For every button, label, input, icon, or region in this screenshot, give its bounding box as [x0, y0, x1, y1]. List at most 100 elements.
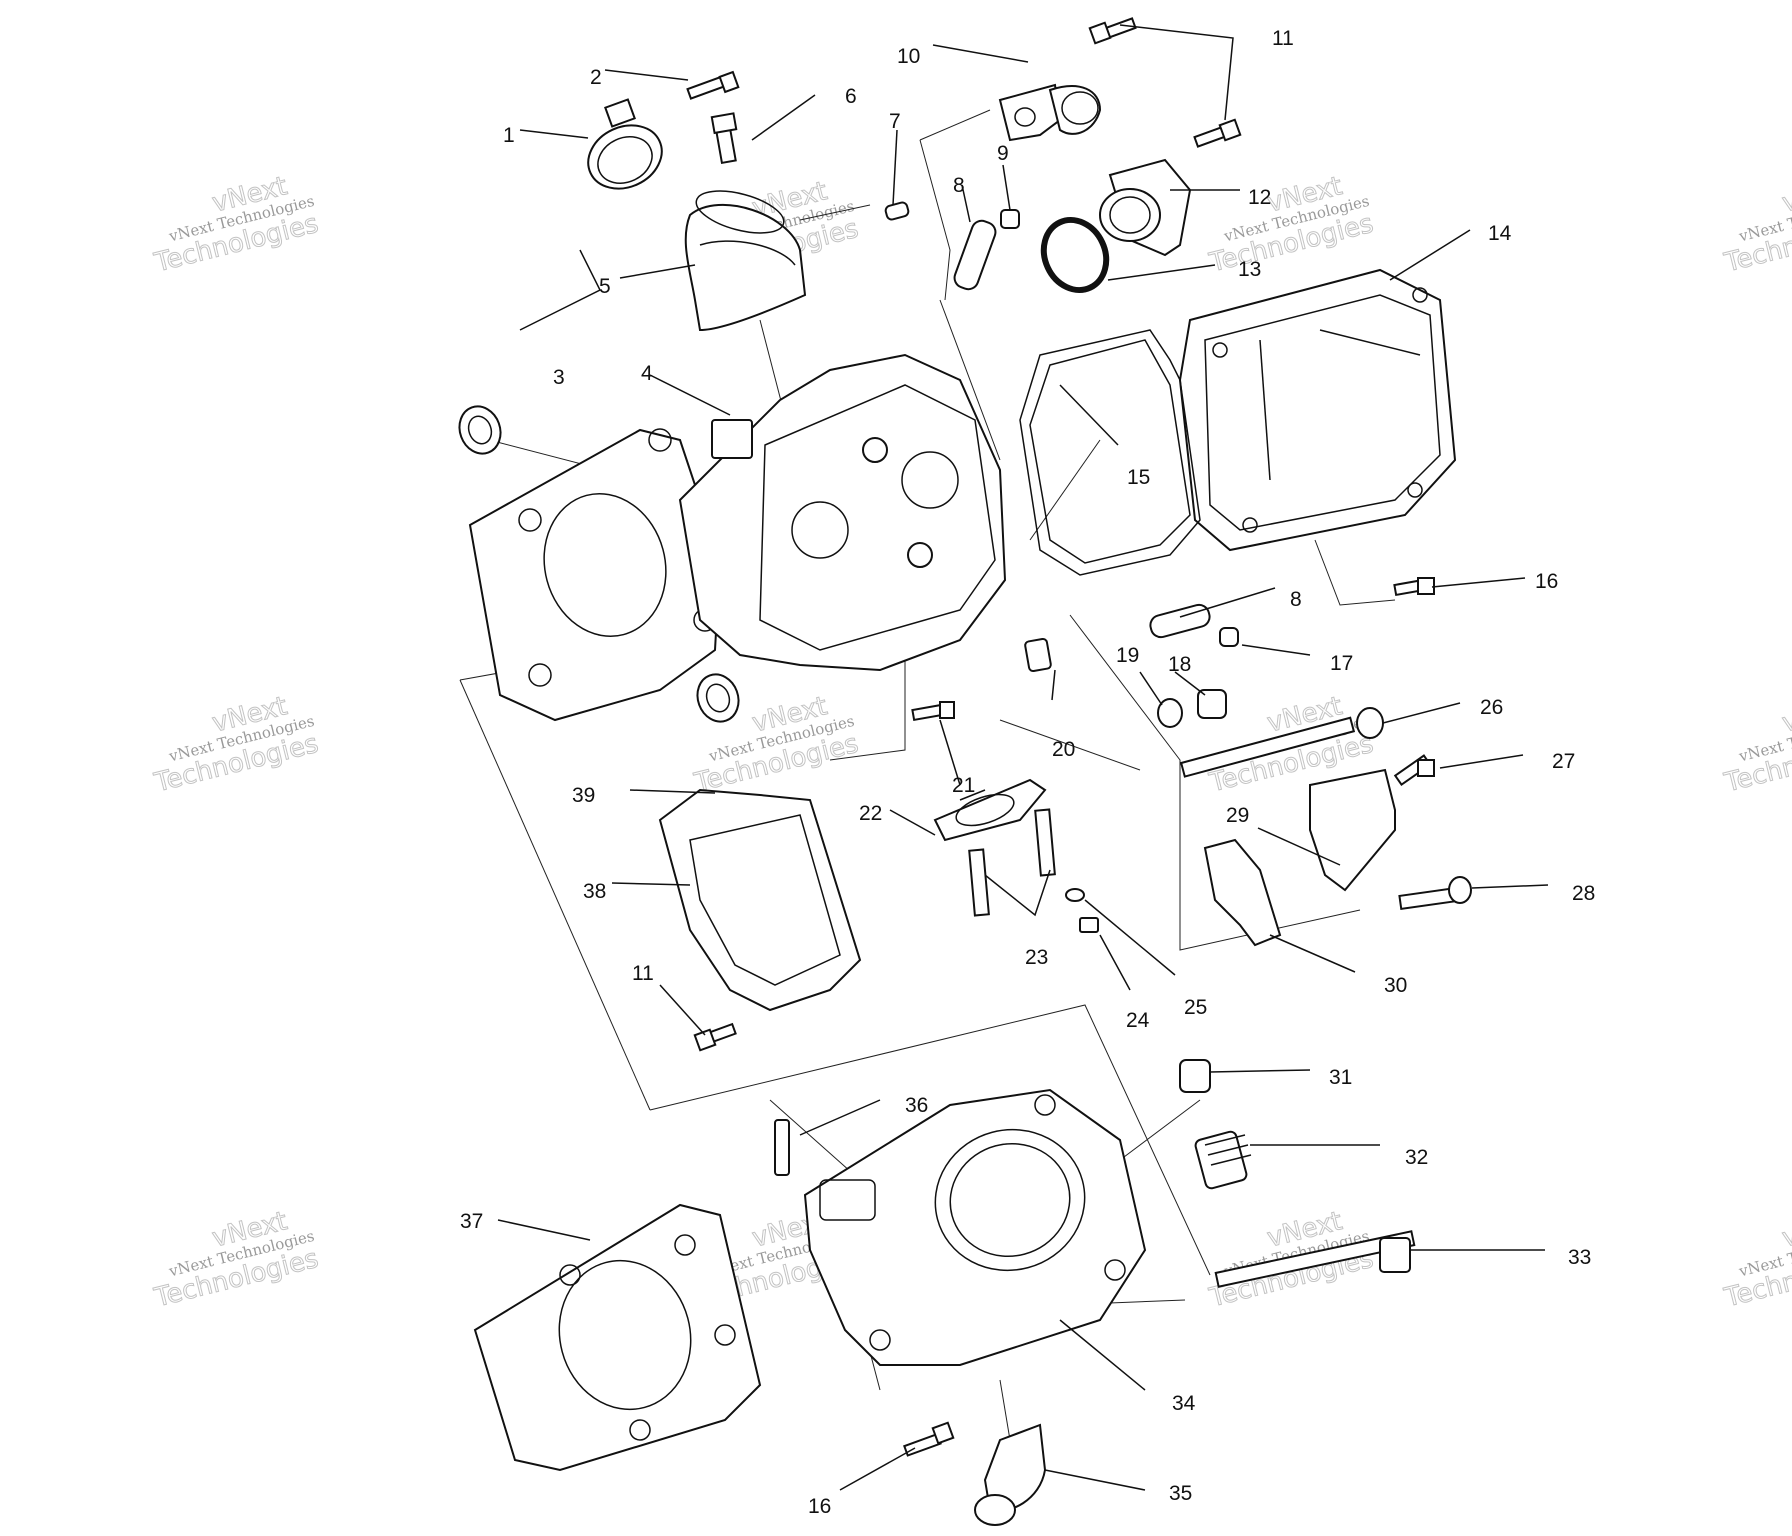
callout-17: 17 [1330, 652, 1353, 675]
valve-cover-lower [658, 788, 862, 1012]
callout-10: 10 [897, 45, 920, 68]
callout-18: 18 [1168, 653, 1191, 676]
nipple [774, 1119, 790, 1176]
callout-34: 34 [1172, 1392, 1196, 1415]
callout-2: 2 [590, 66, 602, 89]
watermark: vNext vNext Technologies Technologies [1206, 171, 1377, 279]
callout-22: 22 [859, 802, 882, 825]
bolt-11-upper [1088, 17, 1137, 45]
thermostat-housing [998, 83, 1102, 142]
elbow-fitting [974, 1423, 1047, 1526]
watermark: vNext vNext Technologies Technologies [151, 1206, 322, 1314]
bolt-27 [1393, 754, 1435, 787]
watermark-text: vNext [1779, 171, 1792, 218]
callout-4: 4 [641, 362, 653, 385]
bolt-16-upper [1393, 577, 1435, 597]
callout-37: 37 [460, 1210, 483, 1233]
callout-32: 32 [1405, 1146, 1428, 1169]
washer [1157, 698, 1183, 728]
callout-38: 38 [583, 880, 606, 903]
bracket-30 [1203, 838, 1282, 947]
callout-8-upper: 8 [953, 174, 965, 197]
callout-25: 25 [1184, 996, 1207, 1019]
plug [1197, 689, 1227, 719]
bolt-16-lower [903, 1421, 955, 1457]
valve-cover [1178, 268, 1457, 552]
callout-28: 28 [1572, 882, 1595, 905]
callout-13: 13 [1238, 258, 1261, 281]
leader-lines [497, 24, 1549, 1491]
watermark-text: vNext [1779, 1206, 1792, 1253]
callout-11-top: 11 [1272, 27, 1294, 50]
callout-33: 33 [1568, 1246, 1591, 1269]
lock-washer [1065, 888, 1085, 902]
callout-5: 5 [599, 275, 611, 298]
callout-7: 7 [889, 110, 901, 133]
cylinder-head-upper [678, 353, 1007, 672]
intake-boot [684, 190, 807, 332]
cylinder [803, 1088, 1147, 1366]
callout-19: 19 [1116, 644, 1139, 667]
sleeve-31 [1179, 1059, 1211, 1093]
callout-24: 24 [1126, 1009, 1150, 1032]
callout-14: 14 [1488, 222, 1512, 245]
bolt-11-lower [1193, 118, 1242, 148]
callout-15: 15 [1127, 466, 1150, 489]
o-ring [1040, 216, 1110, 294]
callout-36: 36 [905, 1094, 928, 1117]
callout-20: 20 [1052, 738, 1075, 761]
callout-23: 23 [1025, 946, 1048, 969]
long-bolt [1179, 707, 1384, 778]
valve-guide [953, 219, 997, 291]
bolt-small [911, 701, 955, 722]
callout-29: 29 [1226, 804, 1249, 827]
callout-35: 35 [1169, 1482, 1192, 1505]
bolt-28 [1398, 876, 1472, 910]
base-gasket [473, 1203, 762, 1472]
watermark: vNext vNext Technologies Technologies [151, 171, 322, 279]
nut [1079, 917, 1099, 933]
valve-seal [1000, 209, 1020, 229]
hose-clamp [587, 98, 663, 190]
callout-30: 30 [1384, 974, 1407, 997]
valve-seal-lower [1219, 627, 1239, 647]
valve-guide-lower [1149, 603, 1211, 639]
bracket-29 [1309, 768, 1396, 892]
stud [968, 848, 990, 917]
long-bolt-33 [1214, 1230, 1416, 1288]
clamp-screw [686, 70, 740, 100]
valve-cover-gasket [1019, 329, 1201, 576]
watermark: vNext vNext Technologies Technologies [1721, 1206, 1792, 1314]
callout-31: 31 [1329, 1066, 1352, 1089]
callout-9: 9 [997, 142, 1009, 165]
watermark-text: vNext [1779, 691, 1792, 738]
watermark: vNext vNext Technologies Technologies [151, 691, 322, 799]
parts [458, 17, 1472, 1526]
callout-21: 21 [952, 774, 975, 797]
exhaust-gasket [933, 778, 1047, 842]
bolt-6 [710, 112, 738, 165]
callout-3: 3 [553, 366, 565, 389]
bolt-11-bottom [693, 1022, 737, 1052]
callout-11-bottom: 11 [632, 962, 654, 985]
callouts: 1 2 3 4 5 6 7 8 8 9 10 11 11 12 13 14 15… [460, 27, 1595, 1518]
stud [1034, 808, 1056, 877]
water-outlet [1099, 158, 1192, 257]
sleeve [1024, 637, 1052, 673]
head-gasket-upper [468, 428, 722, 722]
callout-26: 26 [1480, 696, 1503, 719]
callout-8-lower: 8 [1290, 588, 1302, 611]
callout-27: 27 [1552, 750, 1575, 773]
dowel-pin [884, 201, 910, 221]
callout-6: 6 [845, 85, 857, 108]
callout-12: 12 [1248, 186, 1271, 209]
fitting-32 [1194, 1130, 1252, 1190]
callout-16-lower: 16 [808, 1495, 831, 1518]
callout-16-upper: 16 [1535, 570, 1558, 593]
watermark: vNext vNext Technologies Technologies [1721, 691, 1792, 799]
seal-lower [696, 673, 740, 723]
seal-left [458, 405, 502, 455]
callout-1: 1 [503, 124, 515, 147]
watermark: vNext vNext Technologies Technologies [1721, 171, 1792, 279]
